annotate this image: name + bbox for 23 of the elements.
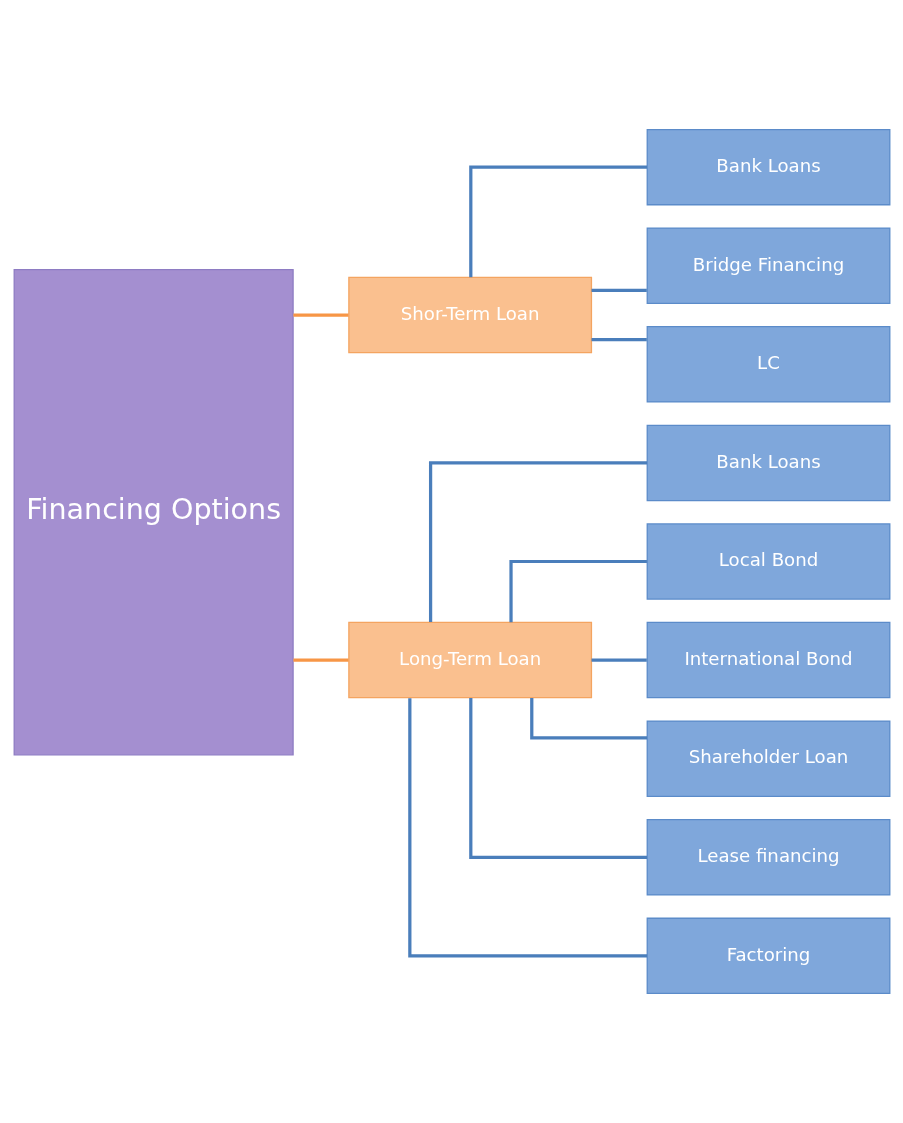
connector: [468, 165, 647, 278]
node-box: Factoring: [646, 917, 890, 995]
node-box: Long-Term Loan: [347, 621, 592, 699]
node-box: Bridge Financing: [646, 227, 890, 304]
node-box: Bank Loans: [646, 424, 890, 502]
connector: [591, 658, 647, 662]
connector: [407, 698, 647, 958]
connector: [508, 559, 647, 623]
connector: [292, 658, 349, 662]
connector: [292, 313, 349, 317]
node-box: International Bond: [646, 621, 890, 699]
connector: [468, 698, 647, 859]
connector: [591, 338, 647, 342]
node-box: Financing Options: [13, 269, 294, 756]
connector: [591, 288, 647, 292]
connector: [529, 698, 647, 740]
node-box: Bank Loans: [646, 128, 890, 206]
node-box: Local Bond: [646, 523, 890, 600]
node-box: LC: [646, 326, 890, 403]
node-box: Lease financing: [646, 819, 890, 896]
node-box: Shor-Term Loan: [347, 276, 592, 354]
connector: [428, 461, 647, 623]
node-box: Shareholder Loan: [646, 720, 890, 797]
